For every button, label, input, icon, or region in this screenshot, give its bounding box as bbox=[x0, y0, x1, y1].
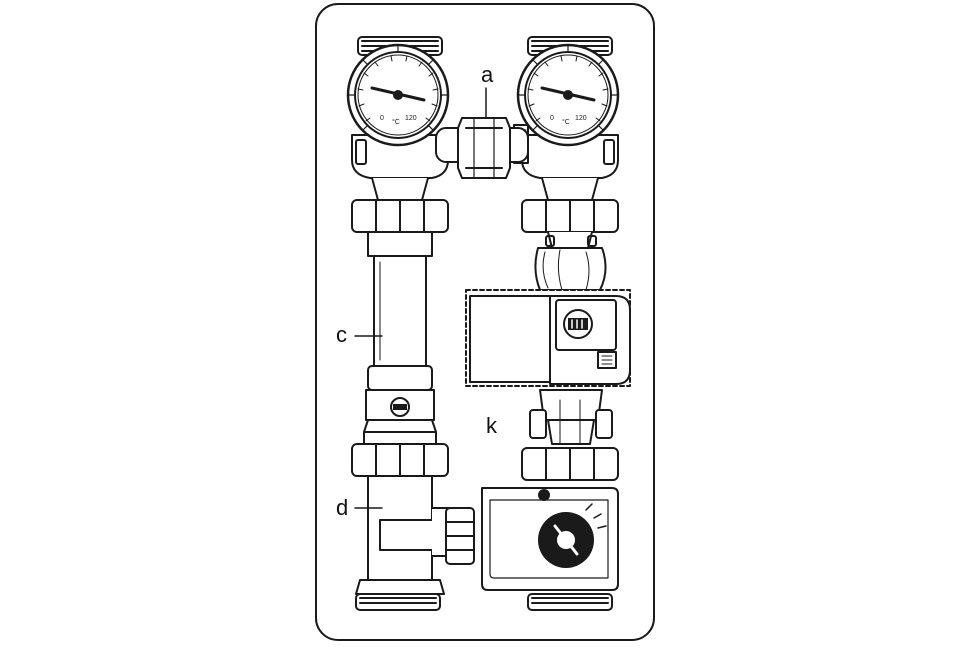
right-lower-union-nut bbox=[521, 447, 619, 481]
left-gauge-min: 0 bbox=[380, 115, 384, 122]
tee-coupling bbox=[445, 507, 475, 565]
circulation-pump bbox=[465, 289, 631, 445]
left-lower-union-nut bbox=[351, 431, 449, 477]
pump-inlet-pipe bbox=[534, 231, 607, 291]
left-gauge-unit: °C bbox=[392, 118, 400, 126]
return-pipe bbox=[363, 231, 437, 433]
left-upper-union-nut bbox=[351, 199, 449, 233]
bypass-valve bbox=[435, 117, 529, 179]
right-thermometer-valve: 0 °C 120 bbox=[513, 43, 620, 201]
left-thermometer-valve: 0 °C 120 bbox=[346, 43, 450, 201]
label-c: c bbox=[336, 322, 347, 347]
label-d: d bbox=[336, 495, 349, 520]
bottom-left-connector bbox=[355, 593, 441, 611]
right-upper-union-nut bbox=[521, 199, 619, 233]
bottom-right-connector bbox=[527, 593, 613, 611]
right-gauge-max: 120 bbox=[575, 115, 587, 122]
label-a: a bbox=[481, 62, 494, 87]
label-k: k bbox=[486, 413, 497, 438]
mixing-valve-actuator bbox=[481, 487, 619, 591]
mixing-tee bbox=[355, 475, 451, 595]
right-gauge-min: 0 bbox=[550, 115, 554, 122]
right-gauge-unit: °C bbox=[562, 118, 570, 126]
left-gauge-max: 120 bbox=[405, 115, 417, 122]
